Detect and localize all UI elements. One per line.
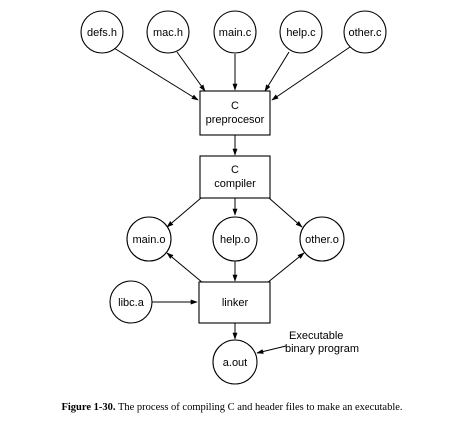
node-other-c-label: other.c [348,27,382,39]
edge-annotation-to-a-out [256,345,287,354]
edge-compiler-to-main-o [166,197,202,228]
edge-help-c-to-preprocessor [264,51,290,92]
node-defs-h-label: defs.h [87,27,117,39]
node-other-c: other.c [343,10,387,54]
nodes: defs.h mac.h main.c help.c other.c C pre… [80,10,387,385]
node-libc-a-label: libc.a [118,297,145,309]
edge-compiler-to-other-o [268,197,303,228]
edge-linker-to-other-o [266,252,305,284]
preprocessor-label-line1: C [231,100,239,112]
node-help-o: help.o [212,216,258,262]
edge-linker-to-main-o [166,252,204,284]
node-other-o: other.o [299,216,345,262]
edge-other-c-to-preprocessor [271,46,351,101]
figure-caption-label: Figure 1-30. [61,402,116,413]
node-libc-a: libc.a [109,280,153,324]
node-other-o-label: other.o [305,234,339,246]
annotation-line1: Executable [289,330,343,342]
node-help-c: help.c [279,10,323,54]
edges [113,46,351,354]
node-defs-h: defs.h [80,10,124,54]
figure-caption-text: The process of compiling C and header fi… [117,402,403,413]
compiler-label-line1: C [231,164,239,176]
linker-label: linker [222,297,249,309]
node-help-c-label: help.c [286,27,316,39]
edge-defs-h-to-preprocessor [113,47,199,101]
node-preprocessor: C preprocesor [199,90,271,136]
edge-mac-h-to-preprocessor [176,51,206,92]
node-mac-h-label: mac.h [153,27,183,39]
node-main-c: main.c [213,10,257,54]
node-a-out: a.out [212,339,258,385]
executable-annotation: Executable binary program [285,330,359,355]
node-compiler: C compiler [199,155,271,199]
node-main-c-label: main.c [219,27,252,39]
node-a-out-label: a.out [223,357,247,369]
node-help-o-label: help.o [220,234,250,246]
node-main-o-label: main.o [132,234,165,246]
node-main-o: main.o [126,216,172,262]
annotation-line2: binary program [285,343,359,355]
preprocessor-label-line2: preprocesor [206,114,265,126]
node-linker: linker [198,281,271,324]
figure-caption: Figure 1-30. The process of compiling C … [0,402,464,413]
node-mac-h: mac.h [146,10,190,54]
compiler-label-line2: compiler [214,178,256,190]
